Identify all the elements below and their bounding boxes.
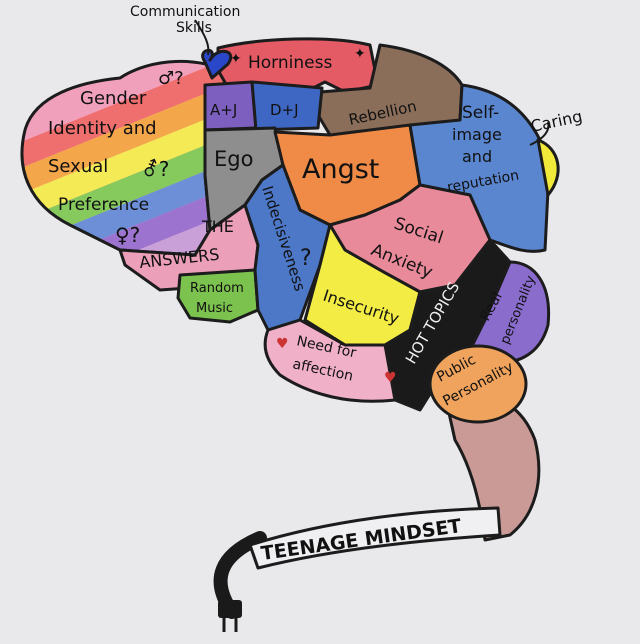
d-j-region — [250, 80, 324, 132]
self-image-label-1: Self- — [462, 103, 499, 123]
plug-icon — [218, 600, 242, 632]
female-symbol-icon: ♀? — [115, 223, 140, 247]
sparkle-icon-2: ✦ — [354, 46, 366, 62]
heart-icon-2: ♥ — [384, 370, 397, 386]
d-j-label: D+J — [270, 101, 299, 119]
answers-label-1: THE — [201, 217, 234, 236]
ego-label: Ego — [214, 147, 253, 171]
title-banner — [248, 506, 502, 570]
gender-label-4: Preference — [58, 195, 149, 215]
random-music-label-2: Music — [196, 301, 233, 316]
communication-label-bottom: Skills — [176, 20, 212, 36]
gender-label-3: Sexual — [48, 156, 108, 177]
need-for-affection-region — [263, 318, 397, 403]
gender-label-2: Identity and — [48, 118, 157, 139]
self-image-label-3: and — [462, 147, 492, 166]
communication-pointer — [194, 19, 210, 56]
gender-label-1: Gender — [80, 88, 147, 109]
caring-pointer — [529, 121, 550, 146]
sparkle-icon: ✦ — [230, 51, 242, 67]
trans-symbol-icon: ⚦? — [142, 157, 169, 181]
random-music-label-1: Random — [190, 281, 244, 296]
self-image-label-2: image — [452, 125, 502, 144]
horniness-label: Horniness — [248, 53, 332, 73]
a-j-label: A+J — [210, 101, 237, 119]
question-mark-icon: ? — [300, 246, 312, 271]
communication-label-top: Communication — [130, 4, 240, 20]
male-symbol-icon: ♂? — [158, 68, 184, 89]
angst-label: Angst — [302, 154, 379, 185]
heart-icon: ♥ — [276, 336, 289, 352]
communication-heart-icon — [201, 49, 233, 80]
caring-region — [536, 138, 560, 197]
public-personality-region — [428, 344, 528, 424]
